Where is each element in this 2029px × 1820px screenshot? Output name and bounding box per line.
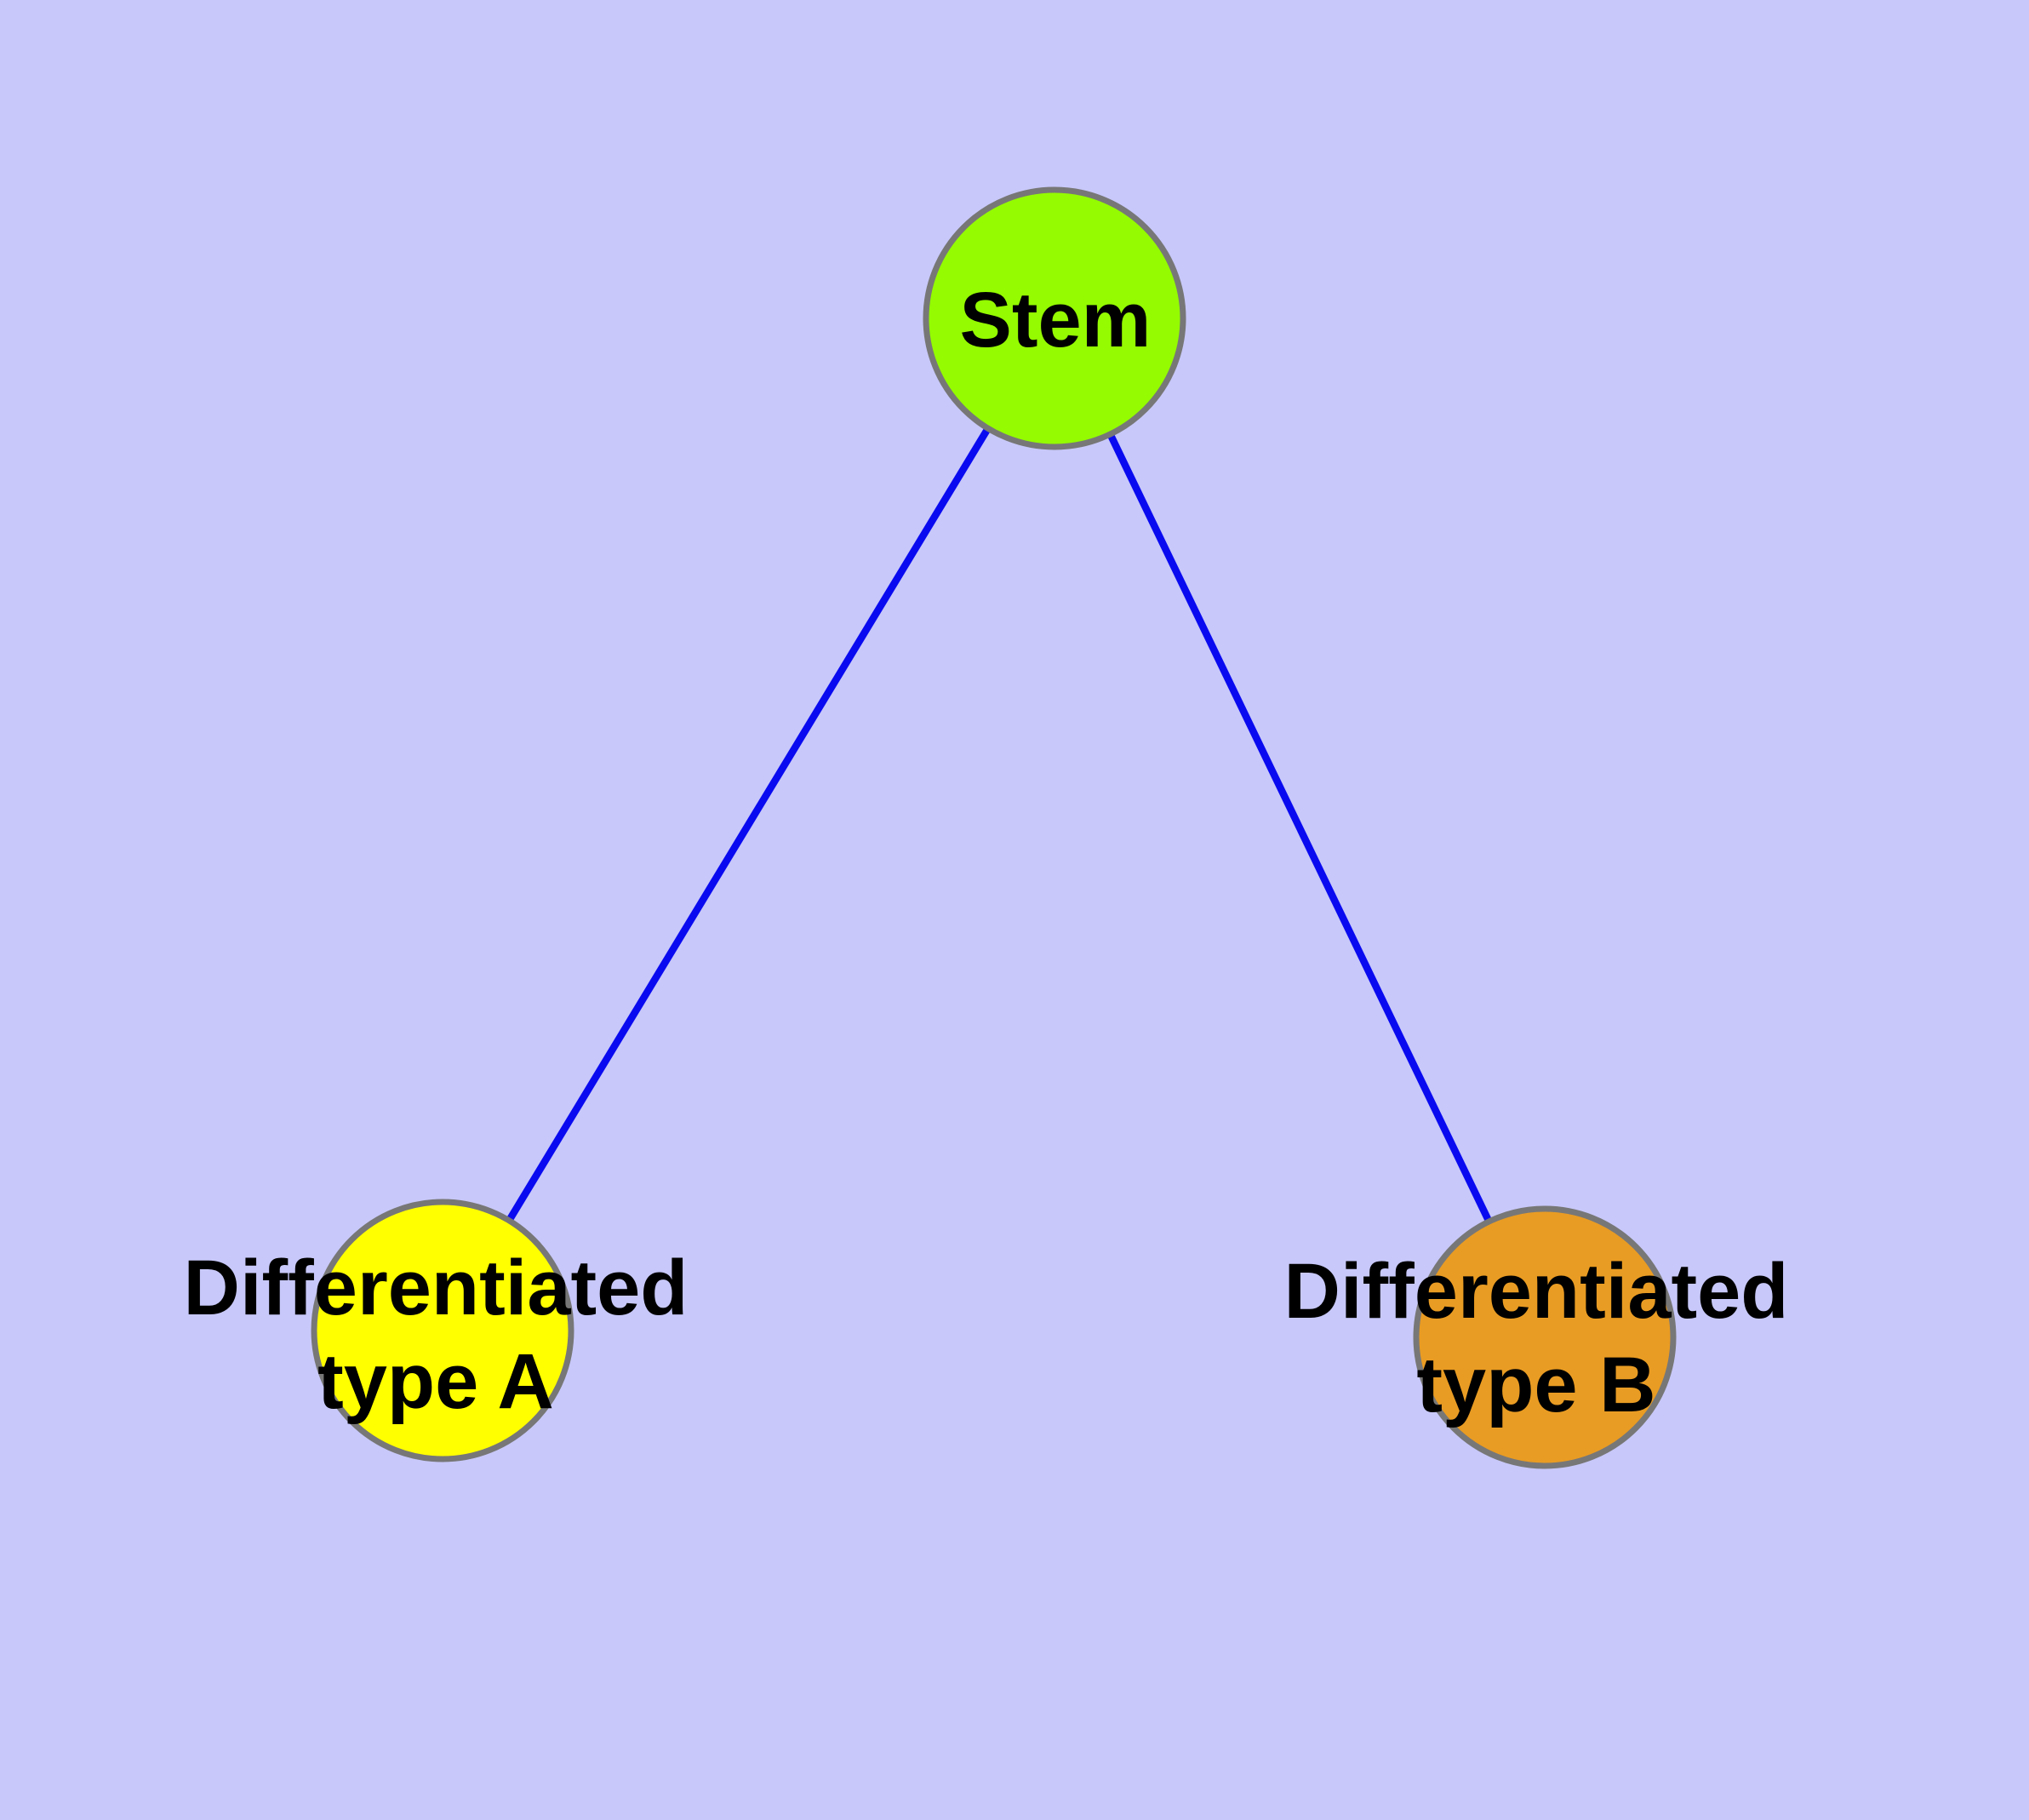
edge-stem-to-type-a <box>439 316 1058 1333</box>
node-stem <box>923 186 1186 450</box>
node-type-a-label-line2: type A <box>317 1338 554 1425</box>
node-differentiated-type-b <box>1413 1205 1677 1469</box>
node-differentiated-type-a <box>311 1199 574 1462</box>
node-type-a-label-line1: Differentiated <box>184 1245 689 1331</box>
node-stem-label: Stem <box>960 277 1152 363</box>
node-type-b-label-line2: type B <box>1416 1342 1655 1428</box>
node-type-b-label-line1: Differentiated <box>1284 1248 1789 1335</box>
edge-stem-to-type-b <box>1051 317 1548 1339</box>
